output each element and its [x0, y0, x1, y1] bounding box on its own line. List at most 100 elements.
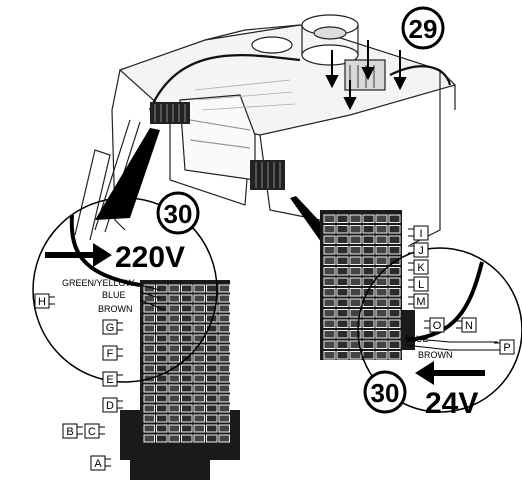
- connector-box: [102, 397, 118, 413]
- terminal-cell: [388, 277, 401, 286]
- terminal-cell: [336, 225, 349, 234]
- terminal-cell: [349, 267, 362, 276]
- terminal-cell: [168, 284, 180, 293]
- terminal-cell: [168, 324, 180, 333]
- terminal-cell: [375, 256, 388, 265]
- connector-k: K: [408, 259, 429, 275]
- connector-letter: C: [88, 426, 96, 438]
- terminal-cell: [206, 394, 218, 403]
- terminal-cell: [206, 304, 218, 313]
- terminal-cell: [143, 324, 155, 333]
- terminal-cell: [218, 424, 230, 433]
- low-voltage: 24V: [425, 387, 478, 420]
- mains-arrow: [45, 243, 112, 267]
- terminal-cell: [323, 288, 336, 297]
- callout-29: 29: [401, 6, 445, 50]
- connector-letter: M: [416, 296, 425, 308]
- terminal-cell: [181, 434, 193, 443]
- terminal-cell: [349, 298, 362, 307]
- connector-box: [413, 242, 429, 258]
- terminal-cell: [375, 288, 388, 297]
- terminal-cell: [193, 294, 205, 303]
- connector-box: [34, 293, 50, 309]
- connector-m: M: [408, 293, 429, 309]
- terminal-cell: [323, 298, 336, 307]
- terminal-cell: [336, 330, 349, 339]
- connector-letter: O: [433, 320, 442, 332]
- terminal-cell: [143, 424, 155, 433]
- terminal-cell: [336, 267, 349, 276]
- terminal-cell: [206, 424, 218, 433]
- terminal-cell: [362, 267, 375, 276]
- terminal-cell: [323, 267, 336, 276]
- terminal-cell: [143, 344, 155, 353]
- terminal-cell: [168, 394, 180, 403]
- terminal-cell: [218, 354, 230, 363]
- terminal-cell: [336, 246, 349, 255]
- terminal-cell: [206, 344, 218, 353]
- connector-f: F: [102, 345, 123, 361]
- terminal-cell: [362, 225, 375, 234]
- terminal-cell: [323, 330, 336, 339]
- terminal-cell: [388, 351, 401, 360]
- arrows-29: [325, 40, 407, 111]
- terminal-cell: [362, 309, 375, 318]
- terminal-cell: [388, 214, 401, 223]
- terminal-cell: [362, 319, 375, 328]
- unit-terminal-strip-right: [250, 160, 285, 190]
- terminal-cell: [349, 309, 362, 318]
- unit-terminal-strip-left: [150, 102, 190, 124]
- terminal-cell: [323, 246, 336, 255]
- connector-letter: I: [419, 228, 422, 240]
- terminal-cell: [336, 288, 349, 297]
- terminal-cell: [218, 364, 230, 373]
- connector-g: G: [102, 319, 123, 335]
- mains-wires: [139, 284, 166, 311]
- connector-letter: A: [94, 458, 102, 470]
- terminal-cell: [336, 340, 349, 349]
- terminal-cell: [206, 384, 218, 393]
- terminal-cell: [349, 351, 362, 360]
- terminal-cell: [375, 298, 388, 307]
- connector-letter: N: [465, 320, 473, 332]
- connector-box: [461, 317, 477, 333]
- connector-box: [413, 293, 429, 309]
- connector-h: H: [34, 293, 55, 309]
- terminal-cell: [181, 334, 193, 343]
- connector-letter: G: [106, 322, 115, 334]
- terminal-cell: [218, 284, 230, 293]
- connector-letter: L: [418, 279, 424, 291]
- terminal-cell: [168, 354, 180, 363]
- connector-box: [102, 319, 118, 335]
- terminal-cell: [193, 414, 205, 423]
- connector-letter: P: [503, 342, 510, 354]
- terminal-cell: [168, 424, 180, 433]
- terminal-cell: [193, 424, 205, 433]
- terminal-cell: [336, 235, 349, 244]
- terminal-cell: [375, 235, 388, 244]
- connector-box: [84, 423, 100, 439]
- terminal-cell: [349, 288, 362, 297]
- terminal-cell: [143, 334, 155, 343]
- terminal-cell: [156, 324, 168, 333]
- connector-box: [90, 455, 106, 471]
- terminal-cell: [206, 364, 218, 373]
- terminal-cell: [336, 214, 349, 223]
- terminal-cell: [206, 294, 218, 303]
- callout-30-left-label: 30: [164, 199, 193, 229]
- terminal-cell: [218, 394, 230, 403]
- terminal-cell: [143, 394, 155, 403]
- connector-letter: B: [66, 426, 73, 438]
- terminal-cell: [349, 225, 362, 234]
- left-terminal-block: [120, 280, 240, 480]
- wire-green-yellow-label: GREEN/YELLOW: [62, 278, 135, 288]
- terminal-cell: [362, 298, 375, 307]
- terminal-cell: [168, 294, 180, 303]
- callout-30-right: 30: [363, 370, 407, 414]
- connector-j: J: [408, 242, 429, 258]
- terminal-cell: [156, 344, 168, 353]
- terminal-cell: [375, 309, 388, 318]
- terminal-cell: [156, 354, 168, 363]
- terminal-cell: [218, 304, 230, 313]
